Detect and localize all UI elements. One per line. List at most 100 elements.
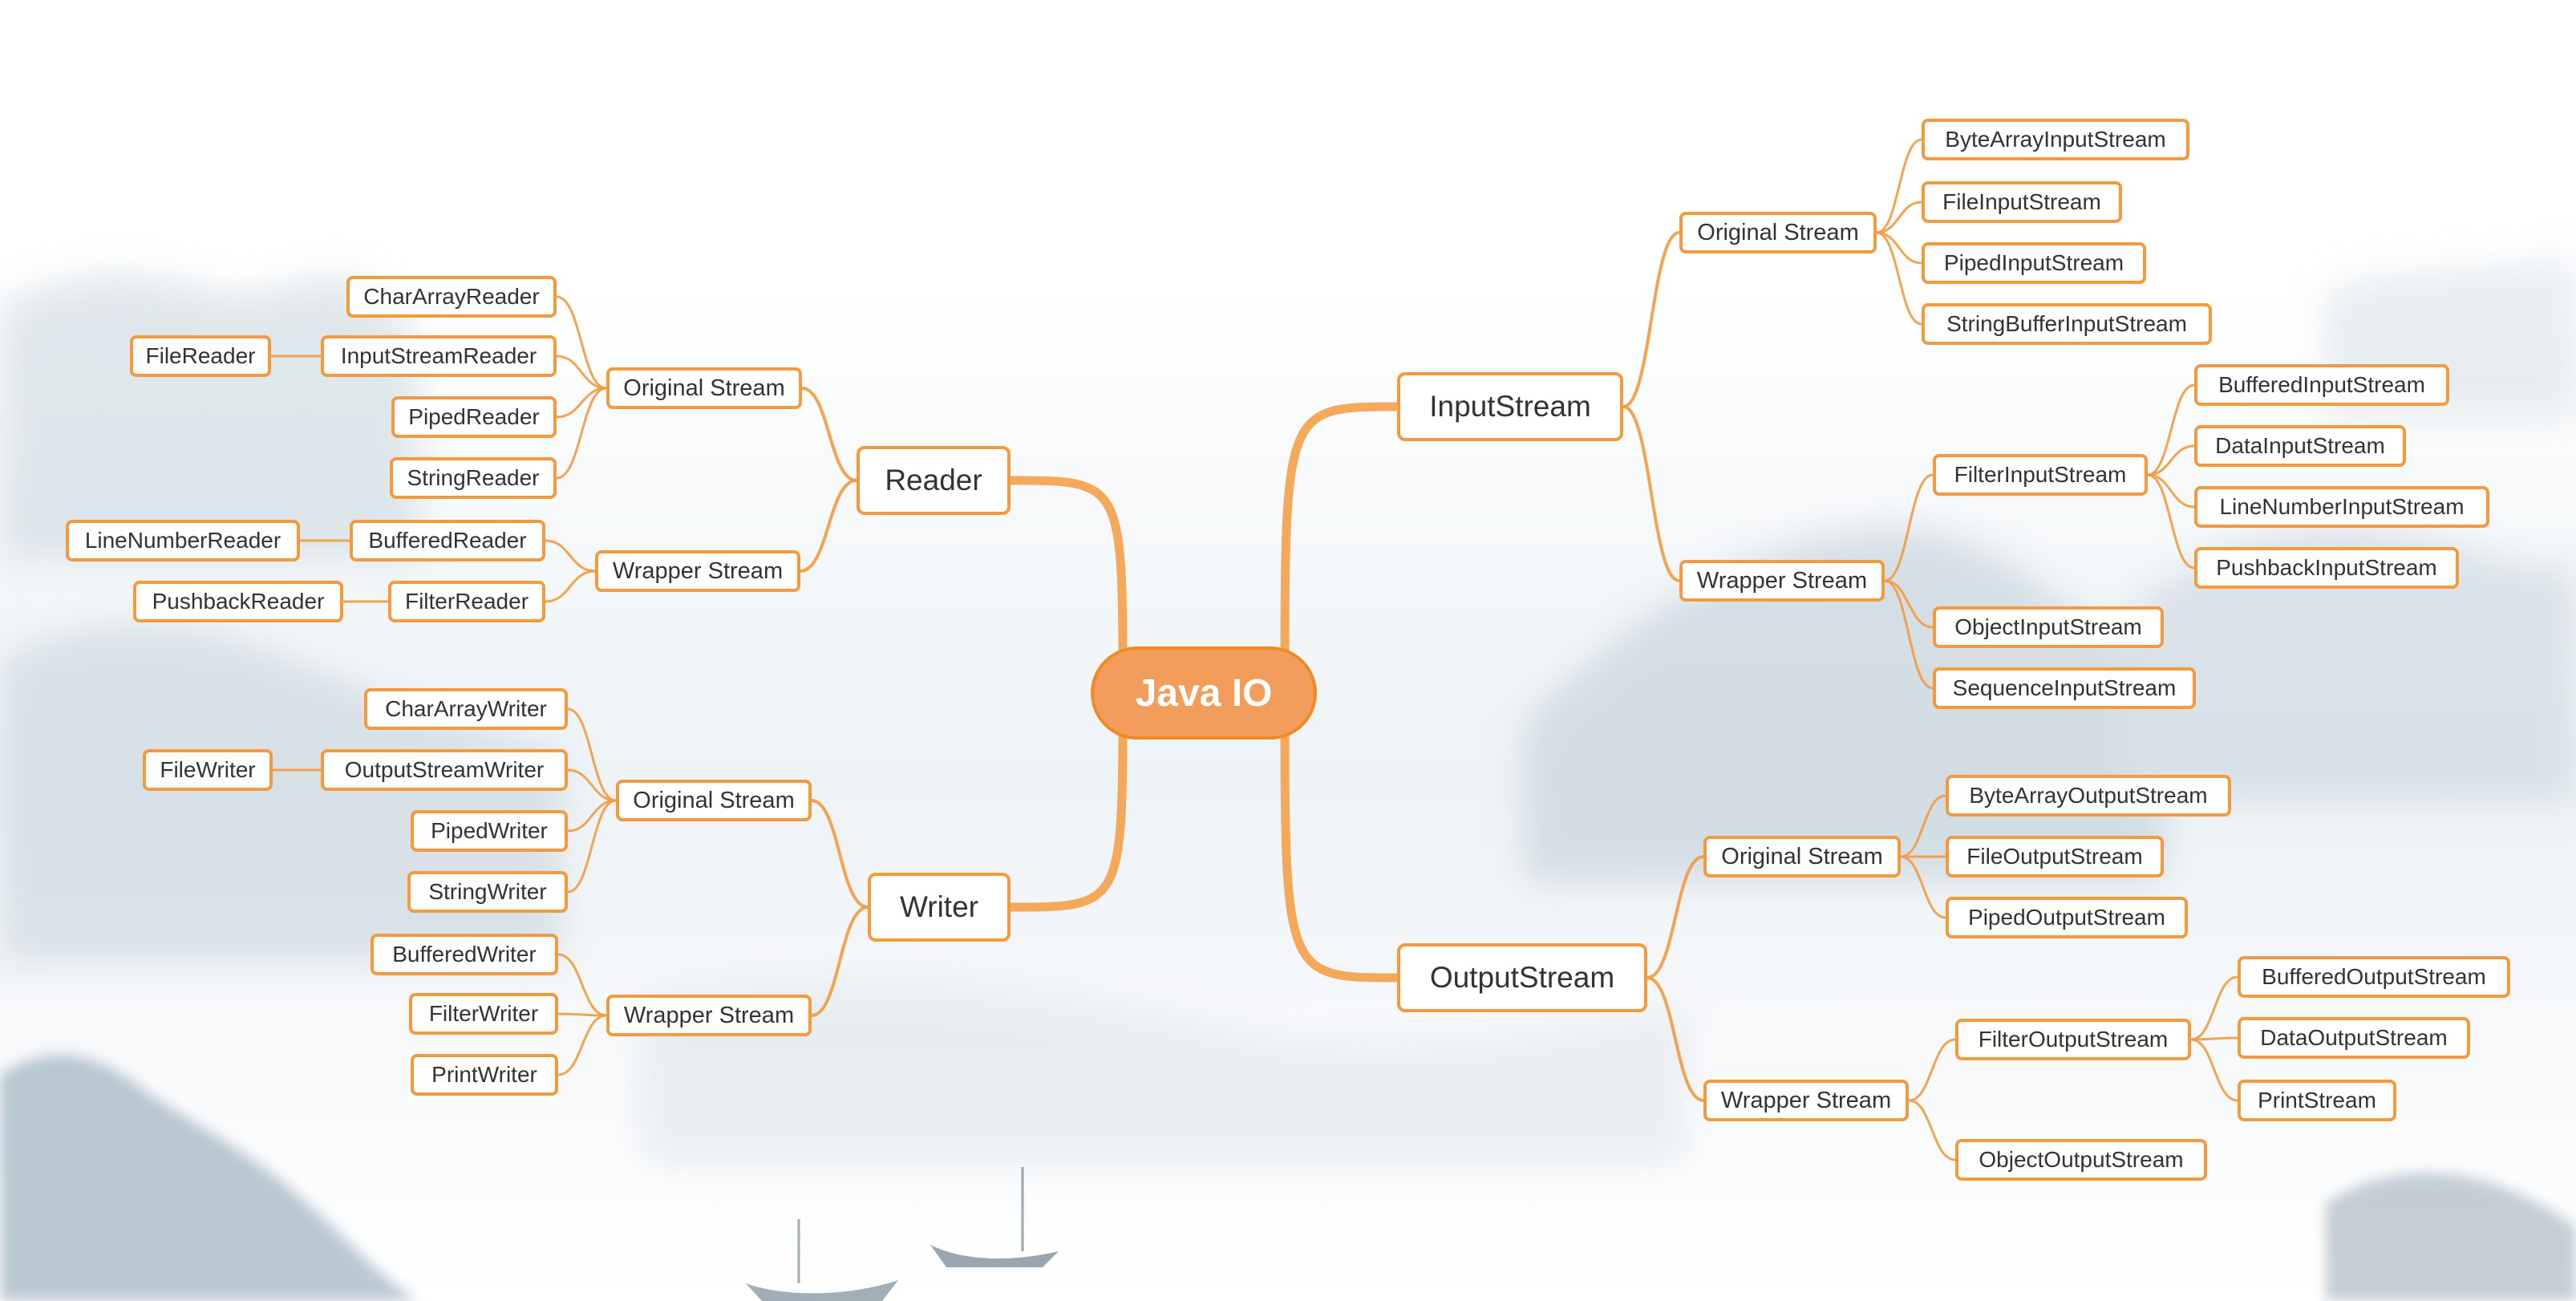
connector-line bbox=[1899, 855, 1947, 919]
node-label: ObjectInputStream bbox=[1954, 614, 2142, 639]
node-inputstream[interactable]: InputStream bbox=[1397, 372, 1623, 441]
node-bufferedinputstream[interactable]: BufferedInputStream bbox=[2194, 364, 2449, 406]
connector-line bbox=[1899, 794, 1947, 858]
node-filterreader[interactable]: FilterReader bbox=[388, 581, 545, 622]
node-wrapper-stream[interactable]: Wrapper Stream bbox=[606, 995, 812, 1036]
mountain-shape bbox=[2125, 525, 2576, 802]
connector-line bbox=[1646, 976, 1705, 1102]
node-pushbackreader[interactable]: PushbackReader bbox=[133, 581, 343, 622]
node-label: PrintWriter bbox=[431, 1062, 537, 1087]
node-label: OutputStream bbox=[1429, 961, 1615, 994]
main-branch-line bbox=[1280, 402, 1402, 698]
node-bufferedwriter[interactable]: BufferedWriter bbox=[371, 934, 558, 975]
node-bufferedoutputstream[interactable]: BufferedOutputStream bbox=[2238, 956, 2510, 998]
node-label: FileOutputStream bbox=[1966, 844, 2143, 869]
node-label: Wrapper Stream bbox=[623, 1002, 795, 1028]
node-objectinputstream[interactable]: ObjectInputStream bbox=[1933, 606, 2164, 648]
node-datainputstream[interactable]: DataInputStream bbox=[2194, 425, 2406, 467]
node-label: BufferedReader bbox=[368, 528, 527, 553]
node-writer[interactable]: Writer bbox=[868, 873, 1011, 942]
node-outputstream[interactable]: OutputStream bbox=[1397, 943, 1647, 1012]
node-filterinputstream[interactable]: FilterInputStream bbox=[1933, 454, 2148, 496]
node-original-stream[interactable]: Original Stream bbox=[606, 367, 802, 409]
node-label: Wrapper Stream bbox=[1696, 567, 1868, 594]
connector-line bbox=[799, 479, 858, 573]
node-label: BufferedWriter bbox=[392, 942, 537, 967]
node-wrapper-stream[interactable]: Wrapper Stream bbox=[595, 550, 800, 592]
node-printwriter[interactable]: PrintWriter bbox=[411, 1054, 558, 1096]
main-branch-line bbox=[1006, 476, 1128, 698]
node-linenumberreader[interactable]: LineNumberReader bbox=[66, 520, 300, 561]
connector-line bbox=[1907, 1099, 1957, 1161]
connector-line bbox=[1875, 201, 1923, 234]
node-chararrayreader[interactable]: CharArrayReader bbox=[346, 276, 557, 318]
node-label: InputStream bbox=[1429, 390, 1591, 423]
node-pipedinputstream[interactable]: PipedInputStream bbox=[1922, 242, 2146, 284]
node-label: PipedReader bbox=[408, 404, 540, 429]
node-linenumberinputstream[interactable]: LineNumberInputStream bbox=[2194, 486, 2489, 528]
node-label: PipedInputStream bbox=[1943, 250, 2124, 275]
node-filterwriter[interactable]: FilterWriter bbox=[409, 993, 558, 1035]
node-label: FilterWriter bbox=[428, 1001, 539, 1026]
node-sequenceinputstream[interactable]: SequenceInputStream bbox=[1933, 667, 2196, 709]
connector-line bbox=[1883, 473, 1934, 582]
node-reader[interactable]: Reader bbox=[857, 446, 1011, 515]
node-chararraywriter[interactable]: CharArrayWriter bbox=[364, 688, 568, 730]
node-filteroutputstream[interactable]: FilterOutputStream bbox=[1955, 1019, 2191, 1060]
node-label: PipedOutputStream bbox=[1968, 905, 2165, 930]
node-label: SequenceInputStream bbox=[1952, 675, 2177, 700]
connector-line bbox=[2146, 383, 2196, 476]
main-branch-line bbox=[1280, 688, 1402, 983]
node-label: Original Stream bbox=[633, 787, 795, 813]
node-label: DataOutputStream bbox=[2260, 1025, 2448, 1050]
connector-line bbox=[800, 387, 858, 482]
node-outputstreamwriter[interactable]: OutputStreamWriter bbox=[321, 749, 568, 791]
connector-line bbox=[1646, 855, 1705, 979]
node-filereader[interactable]: FileReader bbox=[130, 335, 271, 377]
node-fileoutputstream[interactable]: FileOutputStream bbox=[1946, 836, 2164, 877]
node-label: OutputStreamWriter bbox=[344, 757, 545, 782]
node-inputstreamreader[interactable]: InputStreamReader bbox=[321, 335, 557, 377]
node-bytearrayinputstream[interactable]: ByteArrayInputStream bbox=[1922, 119, 2189, 160]
node-label: FileReader bbox=[145, 343, 256, 368]
node-label: CharArrayWriter bbox=[385, 696, 547, 721]
mountain-shape bbox=[0, 274, 417, 561]
node-label: Wrapper Stream bbox=[1720, 1087, 1892, 1113]
node-stringreader[interactable]: StringReader bbox=[390, 457, 557, 499]
node-stringbufferinputstream[interactable]: StringBufferInputStream bbox=[1922, 303, 2212, 345]
node-objectoutputstream[interactable]: ObjectOutputStream bbox=[1955, 1139, 2207, 1181]
node-original-stream[interactable]: Original Stream bbox=[1703, 836, 1901, 877]
node-pipedreader[interactable]: PipedReader bbox=[391, 396, 557, 438]
connector-line bbox=[557, 953, 608, 1017]
root-node[interactable]: Java IO bbox=[1091, 646, 1317, 740]
node-printstream[interactable]: PrintStream bbox=[2238, 1080, 2396, 1121]
node-pushbackinputstream[interactable]: PushbackInputStream bbox=[2194, 547, 2459, 589]
node-wrapper-stream[interactable]: Wrapper Stream bbox=[1703, 1080, 1909, 1121]
connector-line bbox=[2146, 444, 2196, 476]
node-dataoutputstream[interactable]: DataOutputStream bbox=[2238, 1017, 2470, 1059]
node-original-stream[interactable]: Original Stream bbox=[1679, 212, 1877, 253]
node-label: ByteArrayOutputStream bbox=[1969, 783, 2208, 808]
node-stringwriter[interactable]: StringWriter bbox=[407, 871, 568, 913]
connector-line bbox=[566, 799, 618, 833]
node-fileinputstream[interactable]: FileInputStream bbox=[1922, 181, 2122, 223]
node-wrapper-stream[interactable]: Wrapper Stream bbox=[1679, 560, 1885, 602]
node-label: Java IO bbox=[1135, 671, 1273, 715]
connector-line bbox=[810, 906, 869, 1017]
node-label: Reader bbox=[885, 464, 982, 496]
node-label: FilterInputStream bbox=[1954, 462, 2127, 487]
node-filewriter[interactable]: FileWriter bbox=[143, 749, 273, 791]
node-original-stream[interactable]: Original Stream bbox=[616, 780, 812, 821]
node-label: InputStreamReader bbox=[340, 343, 537, 368]
foreground-hill-left bbox=[0, 1055, 417, 1301]
node-pipedoutputstream[interactable]: PipedOutputStream bbox=[1946, 897, 2188, 938]
main-branch-line bbox=[1006, 688, 1128, 912]
connector-line bbox=[1875, 231, 1923, 326]
node-pipedwriter[interactable]: PipedWriter bbox=[411, 810, 568, 852]
node-bufferedreader[interactable]: BufferedReader bbox=[350, 520, 545, 561]
foreground-hill-right bbox=[2326, 1173, 2576, 1301]
node-bytearrayoutputstream[interactable]: ByteArrayOutputStream bbox=[1946, 775, 2231, 817]
node-label: PipedWriter bbox=[431, 818, 548, 843]
